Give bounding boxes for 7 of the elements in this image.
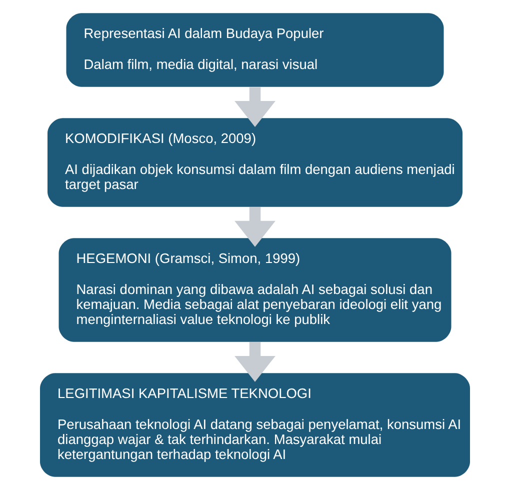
node-box: HEGEMONI (Gramsci, Simon, 1999) Narasi dominan yang dibawa adalah AI sebagai solusi dan kemajuan. Media sebagai alat penyebaran ideologi elit yang menginternaliasi value teknologi ke publik bbox=[58, 238, 452, 342]
arrow bbox=[234, 342, 276, 382]
arrow bbox=[234, 87, 276, 127]
node-box: LEGITIMASI KAPITALISME TEKNOLOGI Perusahaan teknologi AI datang sebagai penyelamat, konsumsi AI dianggap wajar & tak terhindarkan. Masyarakat mulai ketergantungan terhadap teknologi AI bbox=[40, 373, 470, 477]
node-box: KOMODIFIKASI (Mosco, 2009) AI dijadikan objek konsumsi dalam film dengan audiens menjadi target pasar bbox=[48, 118, 462, 207]
arrow bbox=[234, 207, 276, 247]
node-box: Representasi AI dalam Budaya Populer Dalam film, media digital, narasi visual bbox=[66, 13, 444, 87]
